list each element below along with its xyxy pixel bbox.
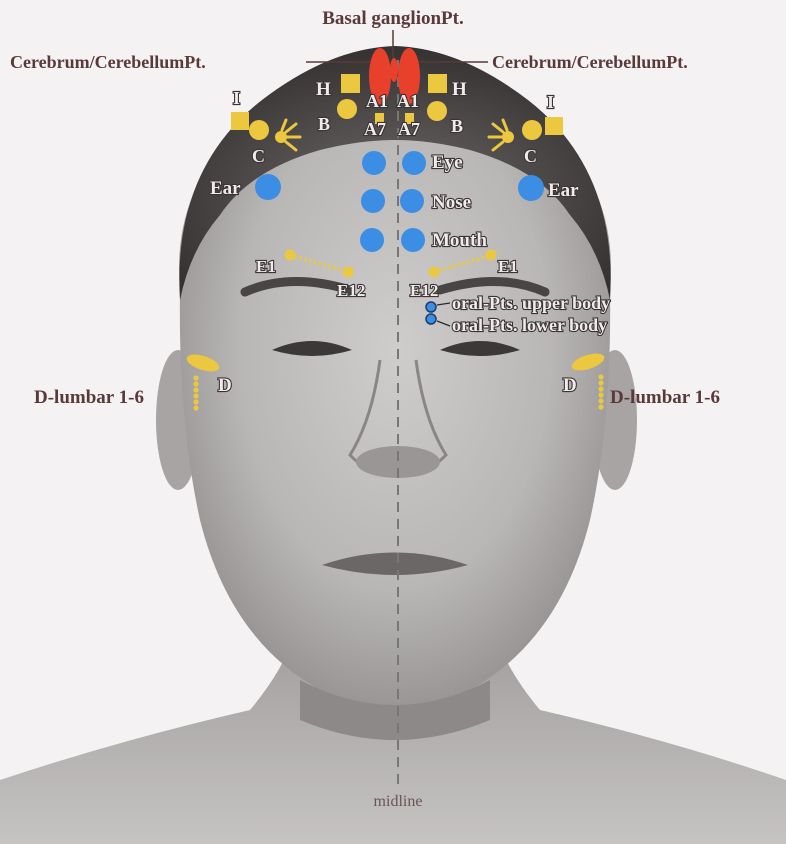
c-right-label: C bbox=[524, 146, 537, 166]
h-right-label: H bbox=[452, 79, 467, 100]
i-right-label: I bbox=[547, 92, 554, 112]
yellow-square-point-i-right bbox=[545, 117, 563, 135]
h-left-label: H bbox=[316, 79, 331, 100]
blue-circle-point-nose-right bbox=[400, 189, 424, 213]
e1-left-label: E1 bbox=[256, 257, 276, 276]
mouth-label: Mouth bbox=[432, 230, 487, 251]
basal-ganglion-label: Basal ganglionPt. bbox=[322, 8, 463, 29]
eye-label: Eye bbox=[432, 152, 463, 173]
i-left-label: I bbox=[233, 88, 240, 108]
blue-circle-point-ear-left bbox=[255, 174, 281, 200]
ear-right-label: Ear bbox=[548, 180, 579, 201]
blue-circle-point-oral-lower bbox=[426, 314, 436, 324]
c-left-label: C bbox=[252, 146, 265, 166]
midline-label: midline bbox=[374, 793, 423, 810]
blue-circle-point-nose-left bbox=[361, 189, 385, 213]
e12-right-label: E12 bbox=[410, 281, 438, 300]
a1-left-label: A1 bbox=[366, 91, 388, 111]
e1-right-label: E1 bbox=[498, 257, 518, 276]
blue-circle-point-mouth-left bbox=[360, 228, 384, 252]
a7-left-label: A7 bbox=[364, 119, 386, 139]
blue-circle-point-eye-left bbox=[362, 151, 386, 175]
oral-upper-label: oral-Pts. upper body bbox=[452, 293, 610, 313]
oral-lower-label: oral-Pts. lower body bbox=[452, 315, 607, 335]
d-right-label: D bbox=[563, 375, 577, 396]
yellow-square-point-i-left bbox=[231, 112, 249, 130]
blue-circle-point-eye-right bbox=[402, 151, 426, 175]
d-left-label: D bbox=[218, 375, 232, 396]
b-left-label: B bbox=[318, 114, 330, 134]
yellow-circle-point-c-left bbox=[249, 120, 269, 140]
yellow-square-point-h-left bbox=[341, 74, 360, 93]
yellow-circle-point-b-right bbox=[427, 101, 447, 121]
blue-circle-point-mouth-right bbox=[401, 228, 425, 252]
yellow-circle-point-c-right bbox=[522, 120, 542, 140]
ear-left-label: Ear bbox=[210, 178, 241, 199]
cerebrum-right-label: Cerebrum/CerebellumPt. bbox=[492, 52, 688, 72]
nose-label: Nose bbox=[432, 192, 471, 213]
b-right-label: B bbox=[451, 116, 463, 136]
d-lumbar-left-label: D-lumbar 1-6 bbox=[34, 387, 144, 408]
a7-right-label: A7 bbox=[398, 119, 420, 139]
d-lumbar-right-label: D-lumbar 1-6 bbox=[610, 387, 720, 408]
blue-circle-point-ear-right bbox=[518, 175, 544, 201]
a1-right-label: A1 bbox=[397, 91, 419, 111]
yellow-square-point-h-right bbox=[428, 74, 447, 93]
yellow-circle-point-b-left bbox=[337, 99, 357, 119]
cerebrum-left-label: Cerebrum/CerebellumPt. bbox=[10, 52, 206, 72]
blue-circle-point-oral-upper bbox=[426, 302, 436, 312]
red-oval-point-center bbox=[390, 58, 398, 82]
e12-left-label: E12 bbox=[337, 281, 365, 300]
face-photo-illustration bbox=[0, 46, 786, 844]
